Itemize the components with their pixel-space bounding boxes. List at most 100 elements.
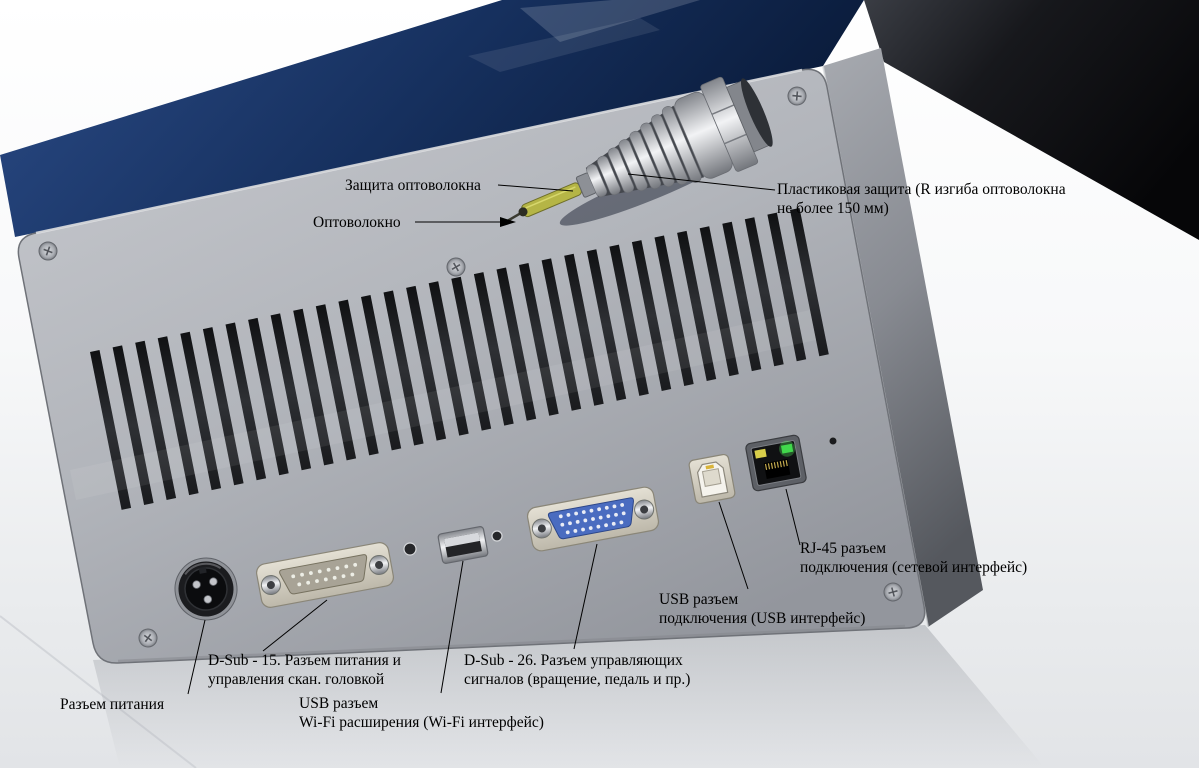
- vent-slot: [135, 340, 177, 500]
- panel-hole: [491, 530, 503, 542]
- vent-slot: [157, 336, 199, 496]
- label-plastic-protection: Пластиковая защита (R изгиба оптоволокна…: [777, 180, 1066, 218]
- label-text: подключения (сетевой интерфейс): [800, 559, 1028, 576]
- vent-slot: [767, 212, 807, 362]
- vent-slot: [270, 313, 312, 471]
- vent-slot: [451, 276, 492, 431]
- panel-top-bevel: [35, 68, 803, 235]
- label-text: USB разъем: [299, 695, 379, 712]
- grille-highlight-band: [70, 310, 816, 500]
- connector-pin: [596, 524, 601, 529]
- vent-slot: [699, 226, 739, 377]
- key-notch: [198, 566, 207, 574]
- connector-pin: [297, 582, 302, 587]
- screw-post-hole: [266, 581, 275, 590]
- gland-mount: [741, 78, 773, 147]
- label-usb-wifi: USB разъем Wi-Fi расширения (Wi-Fi интер…: [299, 694, 544, 732]
- dsub26-pins: [558, 503, 626, 535]
- leader-rj45: [785, 488, 801, 546]
- vent-slot: [586, 249, 627, 401]
- label-usb: USB разъем подключения (USB интерфейс): [659, 590, 865, 628]
- power-connector: [174, 557, 238, 621]
- leader-usb: [718, 501, 749, 590]
- connector-pin: [353, 562, 358, 567]
- vent-slot: [722, 221, 762, 372]
- connector-pin: [326, 567, 331, 572]
- label-text: D-Sub - 15. Разъем питания и: [208, 652, 401, 669]
- connector-pin: [588, 526, 593, 530]
- corrugation-rib: [607, 147, 635, 194]
- vent-slot: [496, 267, 537, 421]
- connector-pin: [614, 512, 618, 517]
- connector-pin: [291, 574, 296, 579]
- connector-pin: [597, 507, 602, 512]
- connector-pin: [332, 575, 337, 580]
- label-dsub26: D-Sub - 26. Разъем управляющих сигналов …: [464, 651, 690, 689]
- label-text: Защита оптоволокна: [345, 177, 481, 194]
- vent-slot: [473, 272, 514, 426]
- ring-highlight: [184, 562, 222, 576]
- vent-slot: [519, 263, 559, 416]
- connector-pin: [583, 518, 588, 523]
- screw-post-hole: [537, 524, 546, 533]
- usb-b-cavity: [701, 468, 722, 487]
- vent-slot: [744, 217, 784, 367]
- connector-pin: [341, 574, 346, 579]
- leader-dsub26: [573, 543, 598, 650]
- vent-slot: [225, 322, 267, 481]
- connector-pin: [612, 504, 617, 509]
- rj45-led-right: [780, 443, 794, 454]
- connector-pin: [575, 519, 580, 524]
- label-text: Wi-Fi расширения (Wi-Fi интерфейс): [299, 714, 544, 731]
- reflection-streak: [468, 18, 660, 72]
- screw-post-hole: [375, 560, 384, 569]
- vent-slot: [677, 230, 717, 381]
- connector-pin: [568, 521, 572, 526]
- leader-lines: [187, 173, 801, 695]
- connector-pin: [589, 508, 594, 513]
- connector-pin: [620, 503, 625, 507]
- vent-slot: [180, 331, 222, 491]
- corrugation-rib: [640, 122, 675, 187]
- connector-pin: [306, 580, 311, 585]
- vent-slot: [112, 345, 154, 505]
- connector-pin: [611, 521, 616, 526]
- label-text: подключения (USB интерфейс): [659, 610, 866, 627]
- fiber-tip: [518, 207, 528, 217]
- label-text: сигналов (вращение, педаль и пр.): [464, 671, 691, 688]
- usb-b-port: [688, 453, 736, 505]
- panel-hole: [828, 436, 838, 446]
- fiber-arrowhead: [500, 217, 516, 227]
- vent-grille: [90, 208, 829, 510]
- vent-slot: [428, 281, 469, 436]
- leader-fiber-protection: [497, 184, 574, 192]
- rj45-port: [745, 434, 807, 492]
- nut-facet: [724, 133, 747, 145]
- vent-slot: [315, 304, 357, 461]
- connector-pin: [604, 505, 609, 510]
- connector-pin: [565, 530, 570, 535]
- connector-pin: [344, 564, 349, 569]
- connector-pin: [309, 571, 313, 575]
- reflection-streak: [520, 0, 700, 42]
- connector-pin: [558, 514, 563, 519]
- vent-slot: [631, 240, 672, 391]
- power-pin: [203, 595, 213, 604]
- leader-power: [187, 619, 206, 695]
- connector-pin: [606, 514, 611, 519]
- rj45-contacts: [764, 459, 788, 470]
- vent-slot: [654, 235, 694, 386]
- corrugation-rib: [597, 155, 621, 196]
- connector-pin: [315, 579, 319, 583]
- vent-slot: [202, 327, 244, 486]
- label-text: Разъем питания: [60, 696, 165, 713]
- power-pin: [209, 577, 218, 586]
- vent-slot: [564, 253, 604, 406]
- background-floor: [0, 615, 1045, 768]
- connector-pin: [619, 520, 624, 525]
- dsub-insert: [547, 497, 634, 540]
- leader-usb-wifi: [440, 560, 464, 694]
- vent-slot: [361, 295, 402, 451]
- label-text: USB разъем: [659, 591, 739, 608]
- corrugation-rib: [618, 139, 648, 192]
